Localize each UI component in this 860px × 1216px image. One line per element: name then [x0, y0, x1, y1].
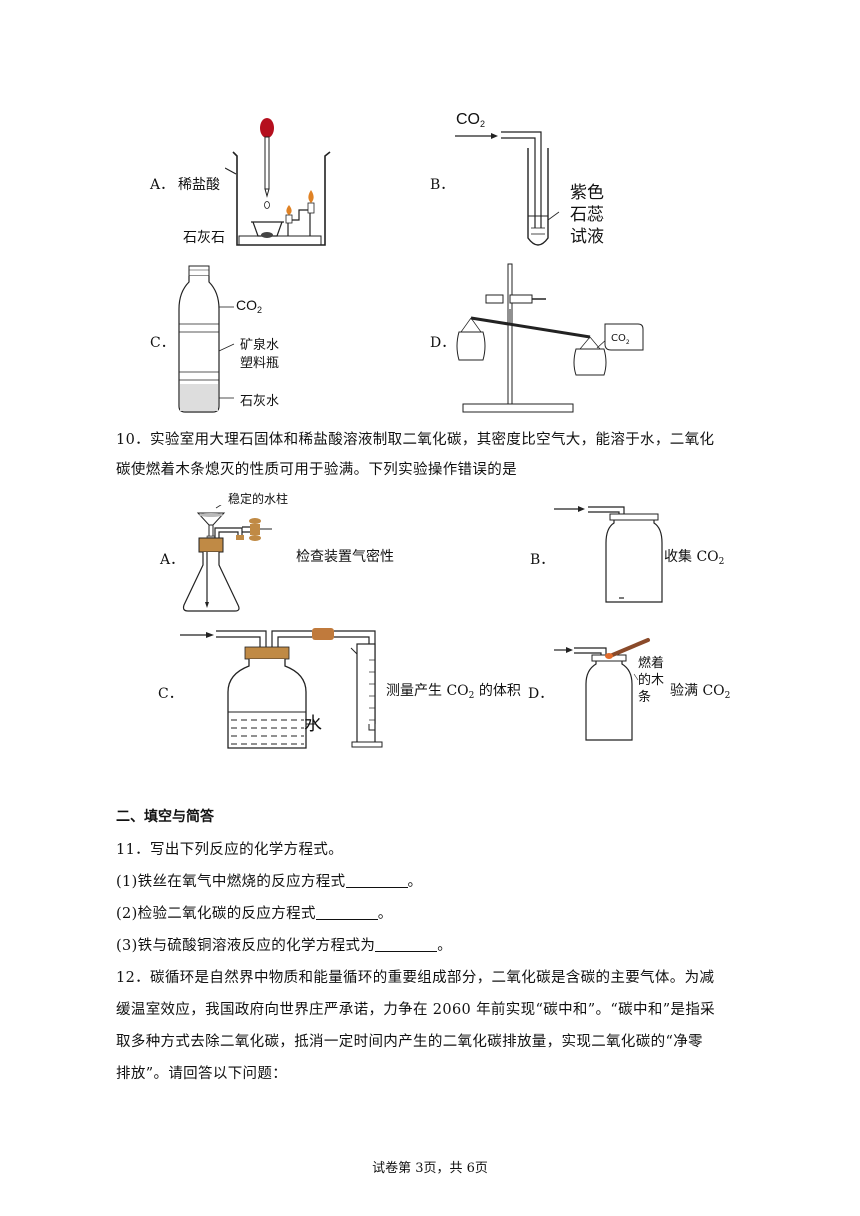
q10-a-caption: 检查装置气密性 — [296, 549, 394, 565]
bottle-label-1: 矿泉水 — [240, 338, 280, 353]
page-footer: 试卷第 3页，共 6页 — [372, 1161, 488, 1176]
q10-d-caption: 验满 CO2 — [670, 683, 731, 701]
q10-option-c-letter: C． — [158, 686, 183, 702]
gas-collection-bottle — [554, 506, 663, 603]
q10-stem-line1: 10．实验室用大理石固体和稀盐酸溶液制取二氧化碳，其密度比空气大，能溶于水，二氧… — [116, 432, 715, 448]
q11-part3: (3)铁与硫酸铜溶液反应的化学方程式为。 — [116, 937, 453, 954]
stick-label-2: 的木 — [638, 673, 665, 688]
q10-stem-line2: 碳使燃着木条熄灭的性质可用于验满。下列实验操作错误的是 — [116, 462, 517, 478]
dropper-bulb — [260, 118, 274, 138]
dilute-hcl-label: 稀盐酸 — [178, 177, 220, 193]
q12-line3: 取多种方式去除二氧化碳，抵消一定时间内产生的二氧化碳排放量，实现二氧化碳的“净零 — [116, 1034, 703, 1050]
answer-blank-1[interactable] — [345, 873, 408, 888]
option-a-letter: A． — [150, 177, 175, 193]
answer-blank-3[interactable] — [375, 937, 438, 952]
option-d-letter: D． — [430, 335, 456, 351]
litmus-label-1: 紫色 — [570, 183, 604, 203]
co2-label-c: CO2 — [236, 297, 263, 315]
water-column-label: 稳定的水柱 — [228, 492, 289, 506]
q10-option-b-letter: B． — [530, 552, 555, 568]
q11-stem: 11．写出下列反应的化学方程式。 — [116, 842, 344, 858]
answer-blank-2[interactable] — [315, 905, 378, 920]
gas-volume-apparatus — [180, 628, 383, 749]
beaker-candle-apparatus — [225, 118, 331, 246]
gas-full-check-bottle — [554, 638, 650, 741]
co2-label-d: CO2 — [611, 333, 630, 346]
balance-stand-apparatus: CO2 — [456, 263, 644, 413]
option-b-letter: B． — [430, 177, 455, 193]
q10-c-caption: 测量产生 CO2 的体积 — [386, 683, 521, 701]
litmus-label-2: 石蕊 — [570, 205, 604, 225]
option-c-letter: C． — [150, 335, 175, 351]
co2-label-b: CO2 — [456, 111, 486, 129]
q10-option-a-letter: A． — [160, 552, 185, 568]
bottle-label-2: 塑料瓶 — [240, 356, 280, 371]
section-heading: 二、填空与简答 — [116, 809, 214, 825]
stick-label-3: 条 — [638, 690, 652, 705]
water-label-c: 水 — [304, 714, 322, 735]
q12-line4: 排放”。请回答以下问题： — [116, 1066, 288, 1082]
q12-line1: 12．碳循环是自然界中物质和能量循环的重要组成部分，二氧化碳是含碳的主要气体。为… — [116, 970, 715, 986]
q11-part1: (1)铁丝在氧气中燃烧的反应方程式。 — [116, 873, 423, 890]
q12-line2: 缓温室效应，我国政府向世界庄严承诺，力争在 2060 年前实现“碳中和”。“碳中… — [116, 1002, 716, 1018]
q10-b-caption: 收集 CO2 — [664, 549, 725, 567]
test-tube-apparatus — [455, 131, 560, 246]
limewater-label: 石灰水 — [240, 394, 280, 409]
limestone-label: 石灰石 — [183, 230, 225, 246]
stick-label-1: 燃着 — [638, 656, 665, 671]
q11-part2: (2)检验二氧化碳的反应方程式。 — [116, 905, 393, 922]
airtightness-flask-apparatus — [182, 505, 272, 612]
litmus-label-3: 试液 — [570, 227, 604, 247]
plastic-bottle-apparatus — [178, 265, 235, 413]
q10-option-d-letter: D． — [528, 686, 554, 702]
